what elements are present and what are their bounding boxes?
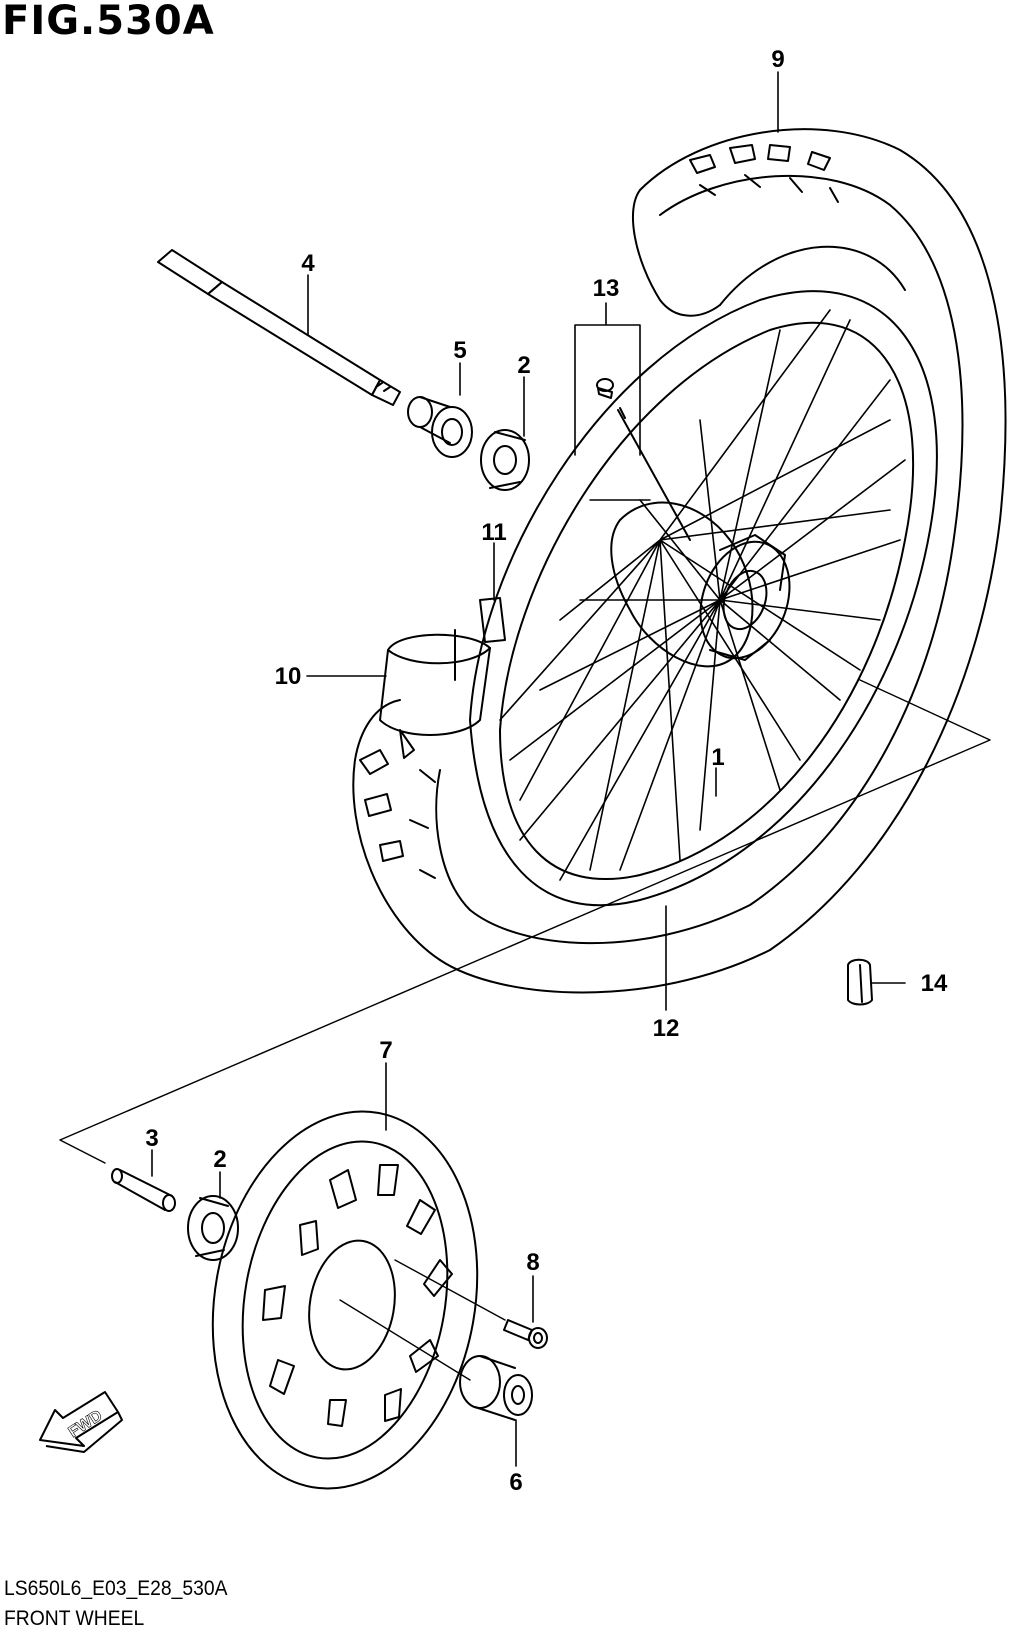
label-part-5: 5 xyxy=(453,337,466,364)
tire-part-9 xyxy=(352,128,1007,994)
label-part-2b: 2 xyxy=(213,1146,226,1173)
figure-code: LS650L6_E03_E28_530A xyxy=(4,1577,228,1600)
figure-caption: FRONT WHEEL xyxy=(4,1607,145,1630)
collar-part-5 xyxy=(407,396,473,458)
spoke-nipple-part-13 xyxy=(596,378,691,541)
spokes xyxy=(499,309,906,881)
valve-cap-part-14 xyxy=(847,958,873,1006)
label-part-4: 4 xyxy=(301,250,315,277)
assembly-axis-lines xyxy=(59,499,991,1381)
label-part-12: 12 xyxy=(653,1015,680,1042)
label-part-3: 3 xyxy=(145,1125,158,1152)
rim-part-12 xyxy=(469,290,938,907)
hub xyxy=(610,501,791,668)
axle-part-4 xyxy=(157,249,401,406)
spacer-part-3 xyxy=(111,1168,176,1212)
valve-part-11 xyxy=(479,597,506,643)
figure-footer: LS650L6_E03_E28_530A FRONT WHEEL xyxy=(4,1574,227,1634)
label-part-14: 14 xyxy=(921,970,948,997)
label-part-1: 1 xyxy=(711,744,724,771)
part-labels: 1 2 2 3 4 5 6 7 8 9 10 11 12 13 14 xyxy=(145,46,948,1496)
label-part-8: 8 xyxy=(526,1249,539,1276)
label-part-10: 10 xyxy=(275,663,302,690)
label-part-9: 9 xyxy=(771,46,784,73)
label-part-6: 6 xyxy=(509,1469,522,1496)
bearing-upper-part-2 xyxy=(480,429,530,491)
figure-title: FIG.530A xyxy=(2,0,215,44)
brake-disc-part-7 xyxy=(211,1110,479,1490)
label-part-2a: 2 xyxy=(517,352,530,379)
disc-bolt-part-8 xyxy=(503,1319,548,1349)
leader-lines xyxy=(151,71,906,1467)
forward-direction-badge: FWD xyxy=(39,1391,123,1453)
bearing-lower-part-2 xyxy=(187,1195,239,1261)
label-part-7: 7 xyxy=(379,1037,392,1064)
inner-tube-part-10 xyxy=(379,629,491,736)
axle-collar-part-6 xyxy=(459,1355,533,1421)
label-part-13: 13 xyxy=(593,275,620,302)
label-part-11: 11 xyxy=(481,519,506,546)
